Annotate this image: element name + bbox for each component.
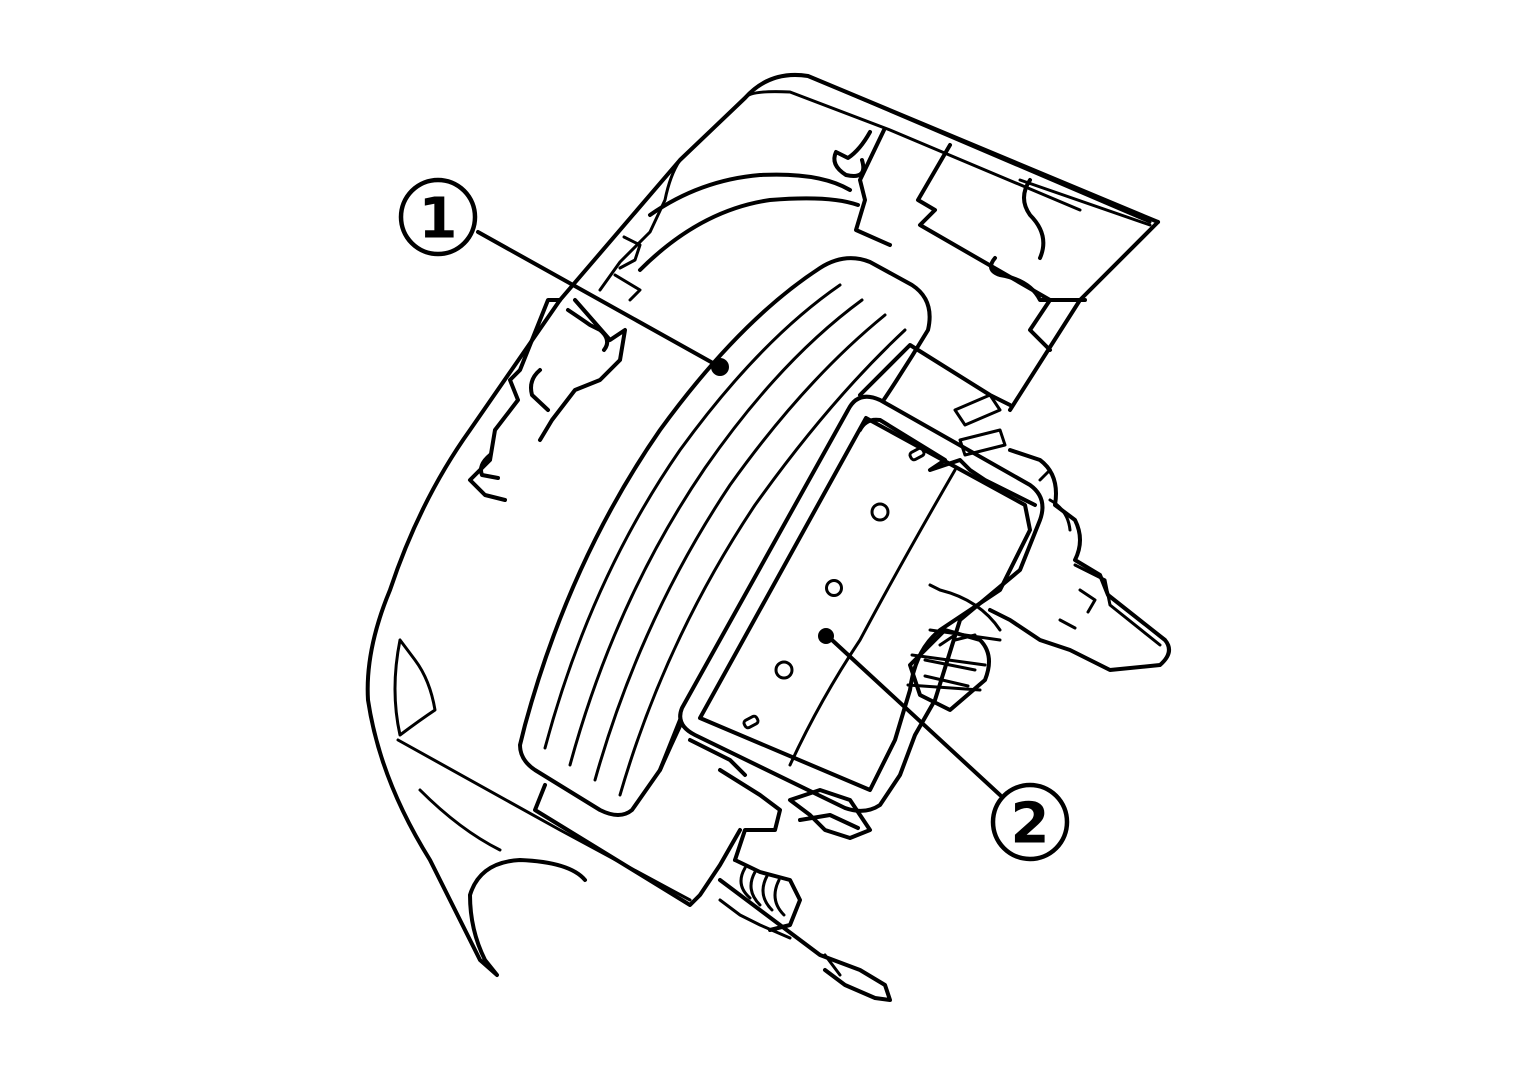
sensor-connector xyxy=(908,448,1171,712)
bottom-stud xyxy=(718,858,892,1002)
pedal-bracket xyxy=(468,128,1152,502)
callout-2-circle xyxy=(990,782,1070,862)
callout-1-label: 1 xyxy=(419,187,458,252)
leader-line-2 xyxy=(830,638,1002,797)
leader-dot-1 xyxy=(711,358,729,376)
callout-2: 2 xyxy=(990,782,1070,862)
callout-1-circle xyxy=(398,177,478,257)
pedal-base xyxy=(533,343,1012,907)
accelerator-pedal-pad xyxy=(518,256,932,817)
callout-1: 1 xyxy=(398,177,478,257)
leader-line-1 xyxy=(476,230,722,369)
housing-outline xyxy=(365,73,1160,977)
leader-lines xyxy=(476,230,1002,797)
callout-2-label: 2 xyxy=(1011,792,1050,857)
